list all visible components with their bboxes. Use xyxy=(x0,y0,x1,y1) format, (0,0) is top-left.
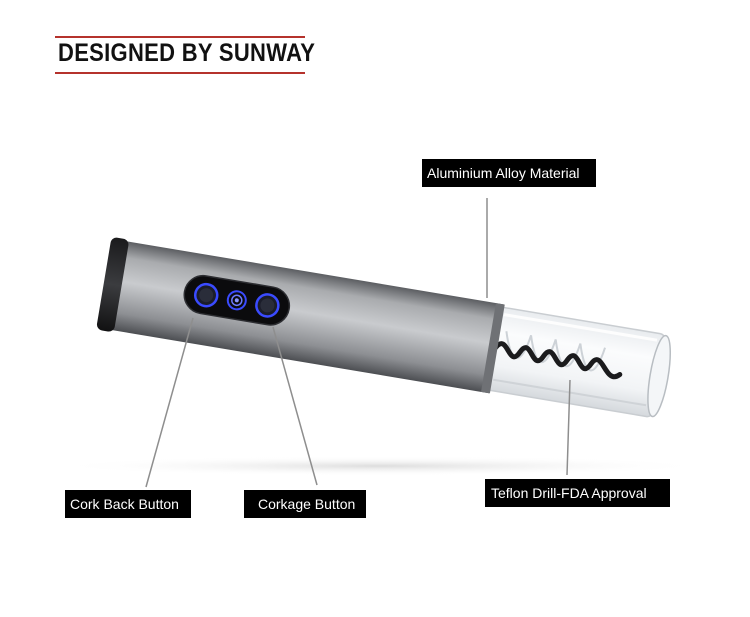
callout-teflon: Teflon Drill-FDA Approval xyxy=(485,479,670,507)
top-cap xyxy=(96,237,129,332)
logo-icon xyxy=(226,290,247,311)
leader-teflon xyxy=(566,379,571,476)
forward-button-icon xyxy=(255,293,280,318)
aluminium-body xyxy=(106,240,504,394)
brand-top-rule xyxy=(55,36,305,38)
callout-aluminium: Aluminium Alloy Material xyxy=(422,159,596,187)
corkscrew-spiral-icon xyxy=(493,341,623,380)
reverse-button-icon xyxy=(193,282,219,308)
leader-corkage xyxy=(272,326,318,486)
leader-cork-back xyxy=(145,317,194,488)
brand-bottom-rule xyxy=(55,72,305,74)
callout-cork-back: Cork Back Button xyxy=(65,490,191,518)
brand-title: DESIGNED BY SUNWAY xyxy=(58,38,316,67)
ground-shadow xyxy=(50,456,710,476)
callout-corkage: Corkage Button xyxy=(244,490,366,518)
